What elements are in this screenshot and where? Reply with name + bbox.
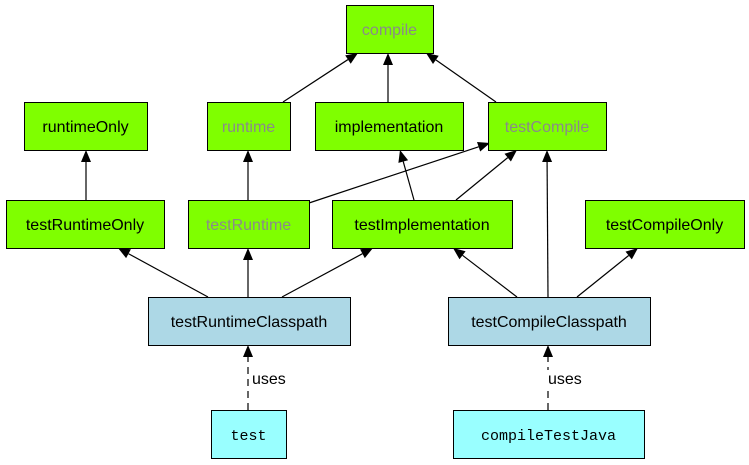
edge-line: [455, 157, 509, 201]
edge-testRuntime-to-testCompile: [308, 142, 490, 204]
node-box: [346, 5, 434, 54]
node-box: [332, 200, 513, 249]
arrowhead-icon: [625, 248, 638, 260]
node-compile: compile: [346, 5, 434, 54]
node-runtimeOnly: runtimeOnly: [24, 102, 148, 151]
edge-line: [281, 253, 363, 298]
edge-line: [462, 254, 518, 298]
node-label: testImplementation: [354, 217, 489, 234]
node-label: testCompileClasspath: [471, 314, 627, 331]
node-testCompile: testCompile: [488, 102, 607, 151]
arrowhead-icon: [243, 248, 253, 260]
edge-line: [282, 59, 349, 103]
arrowhead-icon: [504, 150, 517, 162]
edge-test-to-testRuntimeClasspath: uses: [243, 345, 292, 410]
edge-line: [308, 146, 479, 204]
edge-implementation-to-compile: [383, 53, 393, 102]
arrowhead-icon: [383, 53, 393, 65]
node-label: testCompile: [505, 119, 590, 136]
edge-testImplementation-to-implementation: [398, 150, 415, 201]
arrowhead-icon: [398, 150, 409, 163]
node-testRuntime: testRuntime: [188, 200, 310, 249]
node-runtime: runtime: [207, 102, 291, 151]
arrowhead-icon: [543, 345, 553, 357]
node-label: runtimeOnly: [42, 119, 128, 136]
node-box: [207, 102, 291, 151]
node-box: [188, 200, 310, 249]
node-label: testCompileOnly: [606, 217, 723, 234]
node-testImplementation: testImplementation: [332, 200, 513, 249]
edge-testCompileClasspath-to-testCompileOnly: [576, 248, 638, 298]
node-label: compileTestJava: [481, 428, 616, 445]
arrowhead-icon: [243, 345, 253, 357]
edge-compileTestJava-to-testCompileClasspath: uses: [543, 345, 588, 410]
node-label: test: [230, 428, 266, 445]
edge-testCompileClasspath-to-testCompile: [542, 150, 553, 298]
node-label: testRuntimeClasspath: [171, 314, 328, 331]
node-layer: compile runtimeOnly runtime implementation t…: [6, 5, 745, 459]
arrowhead-icon: [118, 248, 131, 259]
node-box: [315, 102, 464, 151]
edge-line: [128, 253, 209, 298]
node-box: [148, 297, 351, 346]
arrowhead-icon: [345, 53, 358, 64]
node-test: test: [211, 410, 287, 459]
edge-line: [546, 161, 549, 298]
edge-line: [435, 59, 497, 103]
edge-line: [576, 255, 630, 298]
node-testCompileOnly: testCompileOnly: [585, 200, 745, 249]
node-box: [6, 200, 165, 249]
node-label: testRuntime: [206, 217, 291, 234]
node-label: runtime: [222, 119, 275, 136]
node-compileTestJava: compileTestJava: [453, 410, 645, 459]
edge-label-background: [250, 370, 292, 388]
edge-testRuntimeClasspath-to-testImplementation: [281, 248, 373, 298]
node-box: [453, 410, 645, 459]
node-label: testRuntimeOnly: [26, 217, 144, 234]
node-label: implementation: [335, 119, 444, 136]
node-label: compile: [362, 22, 417, 39]
node-box: [211, 410, 287, 459]
edge-testCompileClasspath-to-testImplementation: [453, 248, 518, 298]
node-box: [488, 102, 607, 151]
edge-testRuntime-to-runtime: [243, 150, 253, 200]
edge-testRuntimeOnly-to-runtimeOnly: [81, 150, 91, 200]
node-testRuntimeClasspath: testRuntimeClasspath: [148, 297, 351, 346]
node-implementation: implementation: [315, 102, 464, 151]
arrowhead-icon: [243, 150, 253, 162]
arrowhead-icon: [360, 248, 373, 259]
arrowhead-icon: [542, 150, 553, 162]
edge-label: uses: [252, 371, 286, 388]
edge-testCompile-to-compile: [426, 53, 497, 103]
node-box: [448, 297, 651, 346]
arrowhead-icon: [81, 150, 91, 162]
arrowhead-icon: [453, 248, 466, 260]
arrowhead-icon: [477, 142, 490, 152]
edge-layer: uses uses: [81, 53, 638, 410]
edge-testRuntimeClasspath-to-testRuntimeOnly: [118, 248, 209, 298]
edge-testRuntimeClasspath-to-testRuntime: [243, 248, 253, 297]
node-box: [24, 102, 148, 151]
edge-label-background: [546, 370, 588, 388]
edge-testImplementation-to-testCompile: [455, 150, 517, 201]
edge-runtime-to-compile: [282, 53, 358, 103]
arrowhead-icon: [426, 53, 439, 64]
edge-line: [402, 161, 415, 201]
node-testRuntimeOnly: testRuntimeOnly: [6, 200, 165, 249]
node-testCompileClasspath: testCompileClasspath: [448, 297, 651, 346]
node-box: [585, 200, 745, 249]
edge-label: uses: [548, 371, 582, 388]
